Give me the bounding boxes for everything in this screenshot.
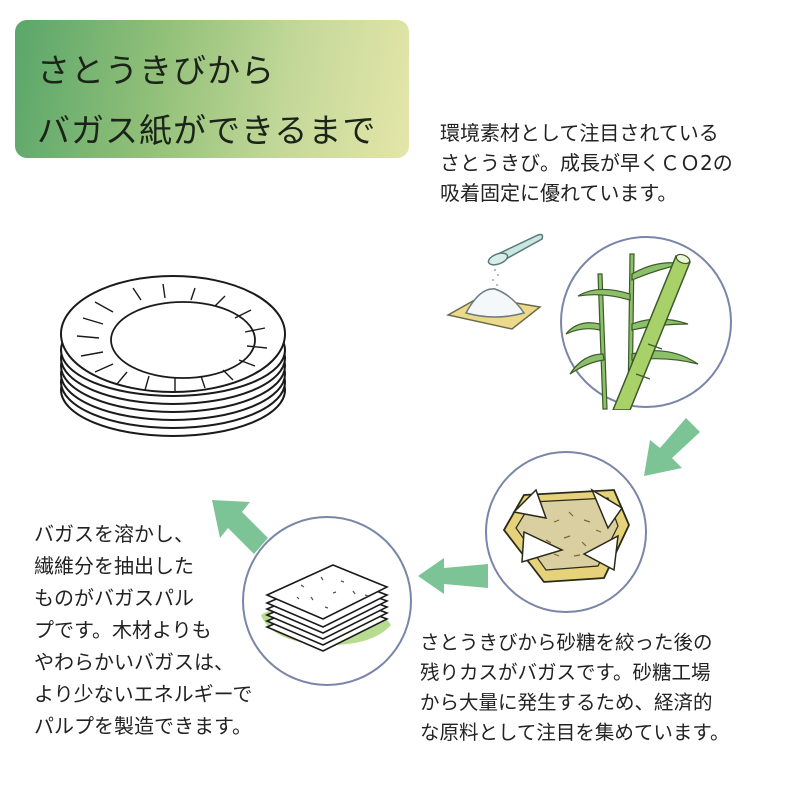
caption-sugarcane: 環境素材として注目されている さとうきび。成長が早くＣＯ2の 吸着固定に優れてい… xyxy=(440,118,733,208)
title-banner: さとうきびから バガス紙ができるまで xyxy=(15,20,409,158)
caption-line: パルプを製造できます。 xyxy=(34,714,252,738)
caption-line: な原料として注目を集めています。 xyxy=(420,721,730,744)
caption-line: やわらかいバガスは、 xyxy=(34,650,234,674)
caption-bagasse: さとうきびから砂糖を絞った後の 残りカスがバガスです。砂糖工場 から大量に発生す… xyxy=(420,628,729,748)
caption-line: さとうきび。成長が早くＣＯ2の xyxy=(440,151,733,175)
arrow-left-icon xyxy=(418,558,488,594)
caption-line: さとうきびから砂糖を絞った後の xyxy=(420,631,713,654)
caption-line: 残りカスがバガスです。砂糖工場 xyxy=(420,661,711,684)
caption-line: バガスを溶かし、 xyxy=(34,522,194,546)
sugarcane-icon xyxy=(560,236,732,410)
arrow-down-left-icon xyxy=(644,418,700,476)
caption-line: プです。木材よりも xyxy=(34,618,212,642)
caption-line: より少ないエネルギーで xyxy=(34,682,253,706)
sugar-spoon-icon xyxy=(445,233,544,330)
paper-plates-icon xyxy=(60,275,286,437)
title-line-1: さとうきびから xyxy=(37,51,275,90)
bagasse-basket-icon xyxy=(485,451,647,613)
pulp-sheets-icon xyxy=(242,516,412,686)
caption-line: 環境素材として注目されている xyxy=(440,121,719,145)
title-line-2: バガス紙ができるまで xyxy=(37,111,377,150)
caption-pulp: バガスを溶かし、 繊維分を抽出した ものがバガスパル プです。木材よりも やわら… xyxy=(34,518,252,742)
caption-line: 繊維分を抽出した xyxy=(34,554,194,578)
arrow-up-left-icon xyxy=(212,500,268,554)
caption-line: 吸着固定に優れています。 xyxy=(440,181,678,205)
caption-line: から大量に発生するため、経済的 xyxy=(420,691,713,714)
caption-line: ものがバガスパル xyxy=(34,586,194,610)
